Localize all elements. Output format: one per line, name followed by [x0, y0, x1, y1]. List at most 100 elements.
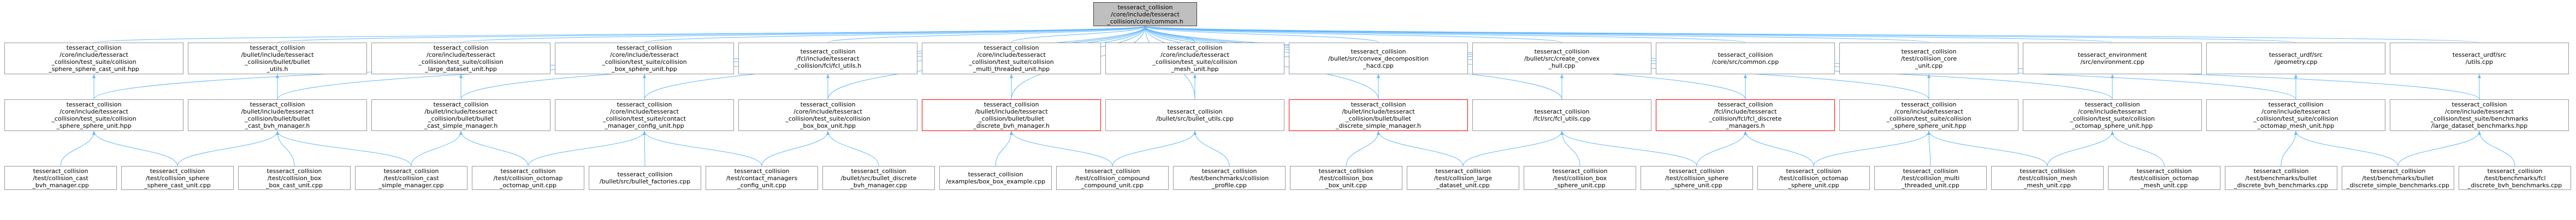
dependency-edge [2479, 130, 2515, 167]
edge-arrowhead [1560, 74, 1564, 78]
level3-node-14[interactable]: tesseract_collision /test/collision_sphe… [1641, 166, 1753, 190]
level3-node-2-label: tesseract_collision /test/collision_box … [265, 167, 323, 189]
level2-node-6-label: tesseract_collision /bullet/src/bullet_u… [1156, 108, 1234, 122]
level1-node-8[interactable]: tesseract_collision /bullet/src/create_c… [1472, 43, 1651, 74]
level1-node-6-label: tesseract_collision /core/include/tesser… [1152, 44, 1237, 73]
edge-arrowhead [1193, 131, 1197, 135]
level2-node-12[interactable]: tesseract_collision /core/include/tesser… [2206, 99, 2385, 131]
level3-node-9-label: tesseract_collision /test/collision_comp… [1075, 167, 1150, 189]
level3-node-1[interactable]: tesseract_collision /test/collision_sphe… [121, 166, 234, 190]
level3-node-13[interactable]: tesseract_collision /test/collision_box … [1524, 166, 1636, 190]
level3-node-11-label: tesseract_collision /test/collision_box … [1318, 167, 1374, 189]
level2-node-9[interactable]: tesseract_collision /fcl/include/tessera… [1656, 99, 1835, 131]
edge-arrowhead [1377, 131, 1380, 135]
level2-node-13[interactable]: tesseract_collision /core/include/tesser… [2390, 99, 2569, 131]
level3-node-7[interactable]: tesseract_collision /bullet/src/bullet_d… [822, 166, 935, 190]
level3-node-15-label: tesseract_collision /test/collision_octo… [1779, 167, 1849, 189]
level3-node-6[interactable]: tesseract_collision /test/contact_manage… [706, 166, 818, 190]
edge-arrowhead [2478, 74, 2481, 78]
level3-node-9[interactable]: tesseract_collision /test/collision_comp… [1056, 166, 1169, 190]
level3-node-4[interactable]: tesseract_collision /test/collision_octo… [472, 166, 584, 190]
level3-node-19[interactable]: tesseract_collision /test/benchmarks/bul… [2225, 166, 2337, 190]
level2-node-10-label: tesseract_collision /core/include/tesser… [1886, 101, 1971, 129]
dependency-edge [1145, 26, 1379, 43]
level1-node-2[interactable]: tesseract_collision /core/include/tesser… [371, 43, 550, 74]
level2-node-2-label: tesseract_collision /bullet/include/tess… [424, 101, 498, 129]
level2-node-1[interactable]: tesseract_collision /bullet/include/tess… [188, 99, 367, 131]
level1-node-6[interactable]: tesseract_collision /core/include/tesser… [1105, 43, 1284, 74]
level3-node-20[interactable]: tesseract_collision /test/benchmarks/bul… [2342, 166, 2454, 190]
edge-arrowhead [643, 131, 646, 135]
edge-arrowhead [2478, 131, 2481, 135]
level2-node-5[interactable]: tesseract_collision /bullet/include/tess… [922, 99, 1101, 131]
dependency-edge [2397, 130, 2480, 167]
dependency-edge [1813, 130, 1929, 167]
root-node[interactable]: tesseract_collision /core/include/tesser… [1093, 2, 1197, 26]
level3-node-18[interactable]: tesseract_collision /test/collision_octo… [2108, 166, 2220, 190]
level2-node-3-label: tesseract_collision /core/include/tesser… [603, 101, 686, 129]
dependency-edge [2295, 130, 2399, 167]
dependency-edge [460, 130, 529, 167]
level3-node-5[interactable]: tesseract_collision /bullet/src/bullet_f… [589, 166, 701, 190]
level1-node-13[interactable]: tesseract_urdf/src /utils.cpp [2390, 43, 2569, 74]
level1-node-11[interactable]: tesseract_environment /src/environment.c… [2023, 43, 2202, 74]
level1-node-13-label: tesseract_urdf/src /utils.cpp [2452, 51, 2507, 66]
level3-node-12[interactable]: tesseract_collision /test/collision_larg… [1407, 166, 1519, 190]
dependency-edge [1745, 130, 1814, 167]
edge-arrowhead [2111, 74, 2114, 78]
level2-node-8[interactable]: tesseract_collision /fcl/src/fcl_utils.c… [1472, 99, 1651, 131]
edge-arrowhead [1377, 74, 1380, 78]
level3-node-21[interactable]: tesseract_collision /test/benchmarks/fcl… [2459, 166, 2571, 190]
level3-node-3[interactable]: tesseract_collision /test/collision_cast… [355, 166, 467, 190]
level1-node-5[interactable]: tesseract_collision /core/include/tesser… [922, 43, 1101, 74]
edge-arrowhead [2294, 131, 2297, 135]
dependency-edge [528, 130, 645, 167]
level2-node-4[interactable]: tesseract_collision /core/include/tesser… [738, 99, 917, 131]
dependency-edge [995, 130, 1012, 167]
level1-node-7[interactable]: tesseract_collision /bullet/src/convex_d… [1289, 43, 1468, 74]
level2-node-0[interactable]: tesseract_collision /core/include/tesser… [4, 99, 183, 131]
edge-arrowhead [1144, 26, 1147, 30]
level2-node-3[interactable]: tesseract_collision /core/include/tesser… [555, 99, 734, 131]
level3-node-10[interactable]: tesseract_collision /test/benchmarks/col… [1173, 166, 1286, 190]
level3-node-21-label: tesseract_collision /test/benchmarks/fcl… [2467, 167, 2562, 189]
level1-node-11-label: tesseract_environment /src/environment.c… [2077, 51, 2147, 66]
edge-arrowhead [1927, 131, 1930, 135]
level1-node-4-label: tesseract_collision /fcl/include/tessera… [794, 47, 862, 69]
level1-node-12[interactable]: tesseract_urdf/src /geometry.cpp [2206, 43, 2385, 74]
level1-node-3[interactable]: tesseract_collision /core/include/tesser… [555, 43, 734, 74]
dependency-edge [93, 26, 1146, 43]
level3-node-11[interactable]: tesseract_collision /test/collision_box … [1290, 166, 1402, 190]
level3-node-16-label: tesseract_collision /test/collision_mult… [1901, 167, 1960, 189]
dependency-edge [277, 130, 295, 167]
level2-node-6[interactable]: tesseract_collision /bullet/src/bullet_u… [1105, 99, 1284, 131]
level3-node-17[interactable]: tesseract_collision /test/collision_mesh… [1991, 166, 2104, 190]
level2-node-11[interactable]: tesseract_collision /core/include/tesser… [2023, 99, 2202, 131]
level3-node-8[interactable]: tesseract_collision /examples/box_box_ex… [939, 166, 1052, 190]
level1-node-10[interactable]: tesseract_collision /test/collision_core… [1839, 43, 2018, 74]
level3-node-20-label: tesseract_collision /test/benchmarks/bul… [2346, 167, 2450, 189]
level3-node-16[interactable]: tesseract_collision /test/collision_mult… [1874, 166, 1987, 190]
dependency-edge [411, 130, 461, 167]
dependency-edge [1145, 26, 1562, 43]
dependency-edge [1145, 26, 2113, 43]
level1-node-3-label: tesseract_collision /core/include/tesser… [602, 44, 687, 73]
level1-node-9[interactable]: tesseract_collision /core/src/common.cpp [1656, 43, 1835, 74]
level2-node-2[interactable]: tesseract_collision /bullet/include/tess… [371, 99, 550, 131]
dependency-edge [1145, 26, 1929, 43]
level2-node-12-label: tesseract_collision /core/include/tesser… [2253, 101, 2338, 129]
level2-node-10[interactable]: tesseract_collision /core/include/tesser… [1839, 99, 2018, 131]
dependency-edge [277, 130, 412, 167]
level2-node-7[interactable]: tesseract_collision /bullet/include/tess… [1289, 99, 1468, 131]
level1-node-0[interactable]: tesseract_collision /core/include/tesser… [4, 43, 183, 74]
level1-node-4[interactable]: tesseract_collision /fcl/include/tessera… [738, 43, 917, 74]
level1-node-1[interactable]: tesseract_collision /bullet/include/tess… [188, 43, 367, 74]
level3-node-7-label: tesseract_collision /bullet/src/bullet_d… [840, 167, 917, 189]
dependency-edge [60, 130, 94, 167]
level3-node-2[interactable]: tesseract_collision /test/collision_box … [238, 166, 351, 190]
edge-arrowhead [276, 131, 279, 135]
dependency-edge [1194, 130, 1230, 167]
level3-node-0[interactable]: tesseract_collision /test/collision_cast… [4, 166, 117, 190]
level3-node-15[interactable]: tesseract_collision /test/collision_octo… [1757, 166, 1870, 190]
